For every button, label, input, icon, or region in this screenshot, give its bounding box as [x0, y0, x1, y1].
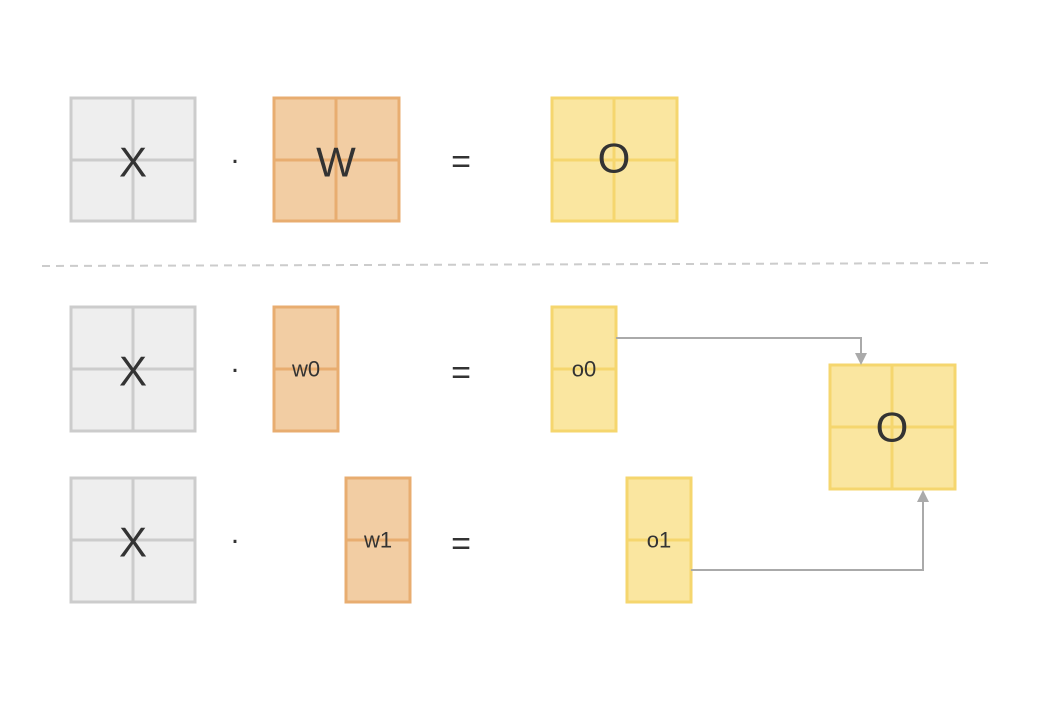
row-w1-x-matrix: X: [69, 476, 197, 604]
row-w0-dot-operator: ·: [230, 353, 240, 386]
row-w0-equals-sign: =: [451, 354, 471, 392]
merged-o-label: O: [876, 404, 909, 451]
row-w0-x-label: X: [119, 348, 147, 395]
row-w0-x-matrix: X: [69, 305, 197, 433]
top-o-label: O: [598, 135, 631, 182]
top-x-label: X: [119, 139, 147, 186]
top-w-matrix: W: [272, 96, 401, 223]
row-w1-equals-sign: =: [451, 525, 471, 563]
w0-column: w0: [272, 305, 340, 433]
o1-label: o1: [647, 528, 671, 553]
o0-to-o-arrow: [616, 337, 867, 365]
o0-label: o0: [572, 357, 596, 382]
w1-label: w1: [363, 528, 392, 553]
row-w1-x-label: X: [119, 519, 147, 566]
o1-to-o-arrow: [691, 490, 929, 571]
top-x-matrix: X: [69, 96, 197, 223]
w1-column: w1: [344, 476, 412, 604]
top-dot-operator: ·: [230, 144, 240, 177]
o1-column: o1: [625, 476, 693, 604]
o0-column: o0: [550, 305, 618, 433]
dashed-divider: [41, 262, 995, 267]
top-o-matrix: O: [550, 96, 679, 223]
top-w-label: W: [316, 139, 356, 186]
merged-o-matrix: O: [828, 363, 957, 491]
row-w1-dot-operator: ·: [230, 524, 240, 557]
w0-label: w0: [291, 357, 320, 382]
top-equals-sign: =: [451, 143, 471, 181]
